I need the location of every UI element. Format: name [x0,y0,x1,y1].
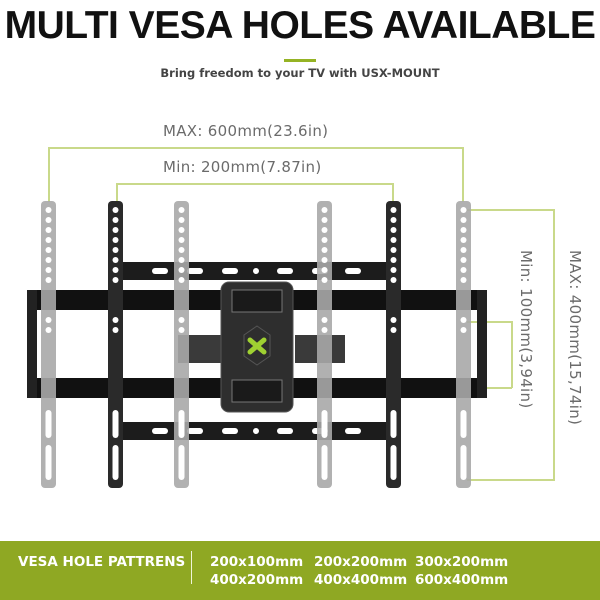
min-width-guide-right [392,183,394,202]
max-height-guide-top [467,209,555,211]
vesa-size: 400x400mm [314,572,408,588]
footer-divider [191,551,192,584]
usx-mount-logo-icon [247,337,267,355]
subtitle: Bring freedom to your TV with USX-MOUNT [160,66,440,80]
vesa-size: 200x200mm [314,554,408,570]
headline: MULTI VESA HOLES AVAILABLE [4,4,596,47]
vesa-size: 200x100mm [210,554,304,570]
min-height-guide [511,321,513,388]
min-height-guide-top [467,321,512,323]
vesa-patterns-label: VESA HOLE PATTRENS [18,554,186,570]
vesa-size-list: 200x100mm 200x200mm 300x200mm 400x200mm … [210,554,515,588]
vesa-patterns-footer: VESA HOLE PATTRENS 200x100mm 200x200mm 3… [0,541,600,600]
max-height-guide-bottom [467,479,555,481]
min-width-guide-left [116,183,118,202]
max-height-guide [553,209,555,480]
vesa-size: 600x400mm [415,572,509,588]
horizontal-max-label: MAX: 600mm(23.6in) [163,122,329,140]
max-width-guide-left [48,147,50,202]
horizontal-min-label: Min: 200mm(7.87in) [163,158,322,176]
vesa-size: 400x200mm [210,572,304,588]
max-width-guide-right [462,147,464,202]
max-width-guide [48,147,463,149]
min-width-guide [116,183,393,185]
min-height-guide-bottom [467,387,512,389]
vesa-size: 300x200mm [415,554,509,570]
accent-bar [284,59,316,62]
